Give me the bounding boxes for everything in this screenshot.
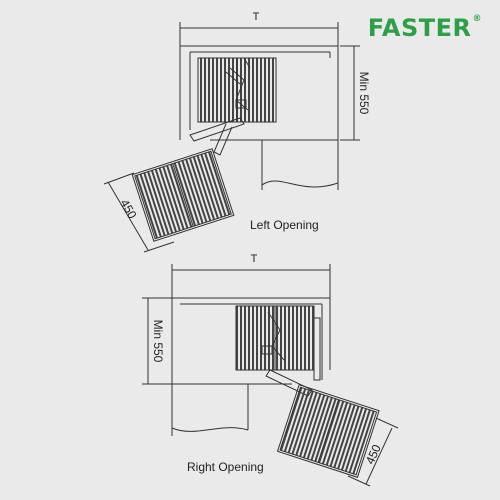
depth-label: Min 550 — [151, 320, 165, 363]
width-label: T — [251, 253, 258, 265]
depth-label: Min 550 — [357, 72, 371, 115]
width-dimension: T — [171, 253, 331, 298]
cabinet-outline — [179, 45, 339, 190]
width-label: T — [253, 11, 260, 23]
cabinet-outline — [171, 297, 331, 436]
outer-basket — [276, 384, 380, 478]
outer-basket — [131, 148, 235, 242]
depth-dimension: Min 550 — [340, 45, 371, 141]
left-opening-caption: Left Opening — [250, 218, 319, 232]
inner-basket — [235, 305, 315, 371]
faster-logo: FASTER® — [367, 14, 482, 42]
depth-dimension: Min 550 — [142, 297, 172, 385]
left-opening-diagram: T Min 550 — [103, 11, 371, 253]
basket-label: 450 — [117, 197, 139, 222]
swing-arm — [189, 117, 245, 156]
width-dimension: T — [179, 11, 339, 46]
right-opening-caption: Right Opening — [187, 460, 264, 474]
inner-basket — [197, 57, 277, 123]
right-opening-diagram: T Min 550 — [142, 253, 399, 487]
